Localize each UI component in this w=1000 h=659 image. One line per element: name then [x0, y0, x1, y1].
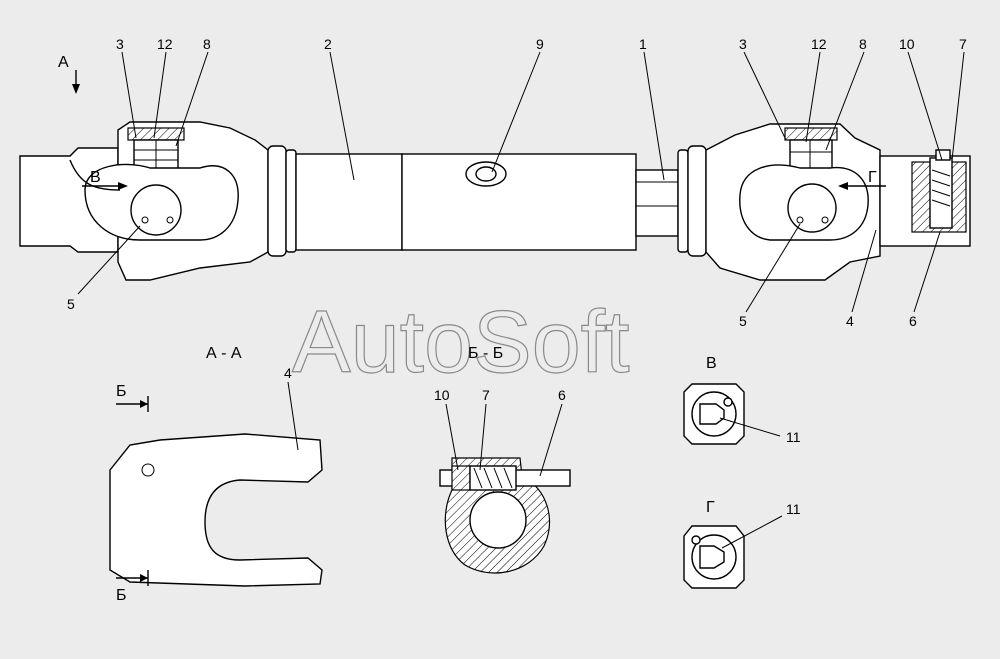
- cut-b-top-label: Б: [116, 383, 127, 400]
- view-v-callout-11: 11: [786, 429, 801, 445]
- callout-10-right: 10: [899, 36, 915, 52]
- driveshaft-assembly: [19, 121, 971, 281]
- callout-12-right: 12: [811, 36, 827, 52]
- callouts-bottom: 5 5 4 6: [67, 296, 917, 329]
- callout-6-right: 6: [909, 313, 917, 329]
- arrow-v-label: В: [90, 169, 101, 186]
- callout-1: 1: [639, 36, 647, 52]
- view-g-callout-11: 11: [786, 501, 801, 517]
- view-v: В 11: [683, 355, 801, 445]
- callout-9: 9: [536, 36, 544, 52]
- section-aa: А - А 4 Б Б: [109, 345, 323, 604]
- callout-8-right: 8: [859, 36, 867, 52]
- callout-12-left: 12: [157, 36, 173, 52]
- callout-8-left: 8: [203, 36, 211, 52]
- view-arrow-a: А: [58, 54, 80, 94]
- view-v-title: В: [706, 355, 717, 372]
- watermark: AutoSoft: [292, 292, 630, 391]
- view-arrow-g: Г: [838, 169, 886, 190]
- view-g: Г 11: [683, 499, 801, 589]
- callouts-top: 3 12 8 2 9 1 3 12 8 10 7: [116, 36, 967, 52]
- callout-3-left: 3: [116, 36, 124, 52]
- arrow-g-label: Г: [868, 169, 877, 186]
- section-bb-title: Б - Б: [468, 345, 503, 362]
- view-g-title: Г: [706, 499, 715, 516]
- callout-3-right: 3: [739, 36, 747, 52]
- callout-2: 2: [324, 36, 332, 52]
- bb-callout-7: 7: [482, 387, 490, 403]
- leader-lines: [77, 51, 965, 313]
- section-aa-title: А - А: [206, 345, 242, 362]
- section-bb: Б - Б 10 7 6: [434, 345, 571, 574]
- arrow-a-label: А: [58, 54, 69, 71]
- callout-7-right: 7: [959, 36, 967, 52]
- callout-5-right: 5: [739, 313, 747, 329]
- view-arrow-v: В: [82, 169, 128, 190]
- callout-5-left: 5: [67, 296, 75, 312]
- aa-callout-4: 4: [284, 365, 292, 381]
- bb-callout-10: 10: [434, 387, 450, 403]
- callout-4-right: 4: [846, 313, 854, 329]
- cut-b-bottom-label: Б: [116, 587, 127, 604]
- bb-callout-6: 6: [558, 387, 566, 403]
